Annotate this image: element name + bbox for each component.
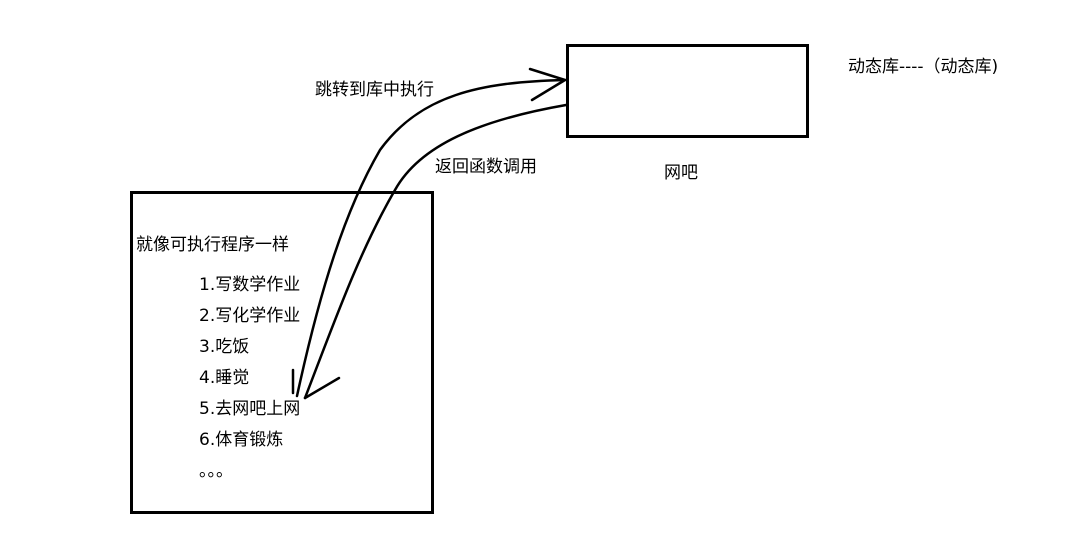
program-box [130, 191, 434, 514]
list-item: 5.去网吧上网 [199, 399, 301, 419]
jump-arrow-head [528, 67, 567, 102]
list-item: 6.体育锻炼 [199, 430, 284, 450]
library-name-label: 网吧 [664, 163, 698, 183]
list-item: 1.写数学作业 [199, 275, 301, 295]
library-box [566, 44, 809, 138]
return-arrow-head [291, 368, 341, 400]
jump-arrow-curve [295, 78, 567, 398]
return-call-label: 返回函数调用 [435, 157, 537, 177]
jump-to-library-label: 跳转到库中执行 [315, 80, 434, 100]
list-item: 4.睡觉 [199, 368, 250, 388]
dynamic-library-label: 动态库----（动态库) [848, 57, 999, 77]
list-item: 。。。 [199, 461, 233, 481]
list-item: 2.写化学作业 [199, 306, 301, 326]
step-list: 1.写数学作业 2.写化学作业 3.吃饭 4.睡觉 5.去网吧上网 6.体育锻炼… [199, 270, 300, 487]
like-executable-label: 就像可执行程序一样 [136, 235, 289, 255]
return-arrow-curve [303, 103, 568, 400]
list-item: 3.吃饭 [199, 337, 250, 357]
